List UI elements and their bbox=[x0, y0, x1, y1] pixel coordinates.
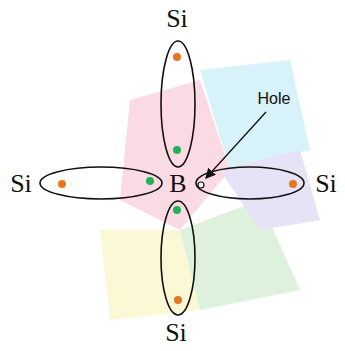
covalent-bonds bbox=[40, 41, 304, 315]
hole-symbol bbox=[198, 182, 204, 188]
atom-symbol: Si bbox=[166, 6, 188, 32]
atom-symbol: Si bbox=[165, 320, 187, 346]
atom-symbol: Si bbox=[315, 171, 337, 197]
annotation-label: Hole bbox=[258, 91, 291, 107]
silicon-electrons bbox=[58, 53, 297, 304]
atom-symbol: B bbox=[169, 171, 186, 197]
atom-symbol: Si bbox=[10, 171, 32, 197]
leader-arrow bbox=[206, 112, 266, 178]
background-blobs bbox=[100, 60, 320, 320]
